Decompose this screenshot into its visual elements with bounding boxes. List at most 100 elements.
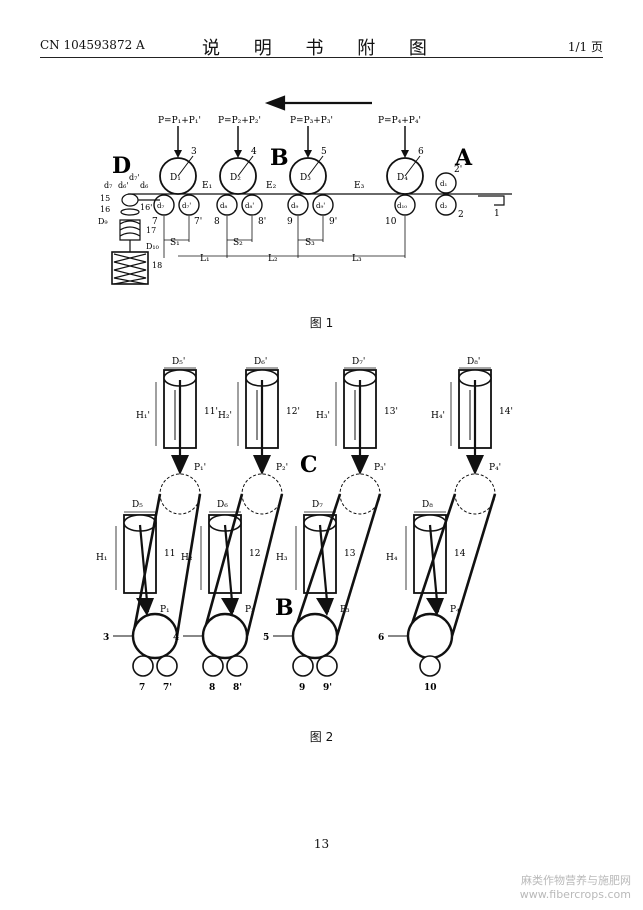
roller-d3: D₃	[300, 173, 311, 183]
figure-1: D B A P=P₁+P₁' P=P₂+P₂' P=P₃+P₃' P=P₄+P₄…	[98, 95, 512, 285]
bottom-roller-1-b	[156, 655, 178, 677]
main-roller-num-4: 6	[378, 633, 384, 643]
bottom-roller-num-2-b: 8'	[233, 683, 242, 693]
gap-e3: E₃	[354, 181, 365, 191]
upper-n-label-2: 12'	[286, 407, 300, 417]
upper-p-label-1: P₁'	[194, 463, 206, 473]
upper-h-label-4: H₄'	[431, 411, 445, 421]
coil-16p: 16'	[140, 203, 152, 212]
pressure-group	[177, 126, 406, 152]
upper-dashed-roller-1	[159, 473, 201, 515]
roller-d4: D₄	[397, 173, 408, 183]
fig1-label-b: B	[270, 145, 289, 171]
figure-1-caption: 图 1	[309, 316, 334, 330]
coil-d10: D₁₀	[146, 242, 159, 251]
upper-p-label-3: P₃'	[374, 463, 386, 473]
bottom-num-7: 7	[152, 217, 158, 227]
coil-d6: d₆	[140, 181, 148, 190]
upper-arrow-4	[466, 455, 484, 475]
belt-left-1	[131, 493, 162, 637]
fig2-label-b: B	[275, 595, 294, 621]
lower-h-label-2: H₂	[181, 553, 193, 563]
upper-p-label-4: P₄'	[489, 463, 501, 473]
lower-d-label-1: D₅	[132, 500, 143, 510]
coil-d7: d₇	[104, 181, 112, 190]
upper-h-label-2: H₂'	[218, 411, 232, 421]
upper-n-label-4: 14'	[499, 407, 513, 417]
belt-left-2	[201, 493, 244, 637]
feed-num-2p: 2'	[454, 165, 462, 175]
bottom-label-d8: d₈	[220, 202, 227, 210]
coil-16: 16	[100, 205, 110, 214]
bottom-label-d10: d₁₀	[397, 202, 407, 210]
bottom-label-d9p: d₉'	[316, 202, 325, 210]
belt-left-4	[406, 493, 457, 637]
length-l1: L₁	[200, 254, 210, 264]
bottom-roller-num-3-b: 9'	[323, 683, 332, 693]
main-roller-4	[406, 612, 454, 660]
bottom-label-d9: d₉	[291, 202, 298, 210]
bottom-num-9p: 9'	[329, 217, 337, 227]
pressure-label-3: P=P₃+P₃'	[290, 116, 333, 126]
roller-num-4: 4	[251, 147, 257, 157]
bottom-roller-num-4-a: 10	[424, 683, 437, 693]
coil-d6p: d₆'	[118, 181, 129, 190]
main-roller-num-3: 5	[263, 633, 269, 643]
bottom-roller-2-b	[226, 655, 248, 677]
lower-p-label-2: P₂	[245, 605, 255, 615]
feed-tray	[478, 195, 505, 206]
belt-right-3	[335, 493, 382, 637]
roller-num-5: 5	[321, 147, 327, 157]
page-heading: 说 明 书 附 图	[202, 38, 441, 59]
spacing-s2: S₂	[233, 238, 243, 248]
bottom-roller-num-2-a: 8	[209, 683, 215, 693]
upper-arrow-1	[171, 455, 189, 475]
bottom-num-8: 8	[214, 217, 220, 227]
lower-p-label-4: P₄	[450, 605, 460, 615]
upper-h-label-3: H₃'	[316, 411, 330, 421]
spacing-s1: S₁	[170, 238, 180, 248]
lower-rod-4	[428, 524, 440, 613]
bottom-roller-2-a	[202, 655, 224, 677]
upper-n-label-3: 13'	[384, 407, 398, 417]
coil-15: 15	[100, 194, 110, 203]
bottom-num-9: 9	[287, 217, 293, 227]
roller-d2: D₂	[230, 173, 241, 183]
main-roller-1	[131, 612, 179, 660]
bottom-label-d8p: d₈'	[245, 202, 254, 210]
pressure-label-2: P=P₂+P₂'	[218, 116, 261, 126]
watermark-line-2: www.fibercrops.com	[519, 888, 631, 901]
bottom-roller-3-b	[316, 655, 338, 677]
lower-arrow-2	[221, 598, 239, 616]
lower-rod-3	[318, 524, 330, 613]
lower-arrow-3	[316, 598, 334, 616]
figure-2-caption: 图 2	[309, 730, 334, 744]
upper-h-label-1: H₁'	[136, 411, 150, 421]
upper-dashed-roller-3	[339, 473, 381, 515]
coiler	[111, 193, 160, 285]
gap-e2: E₂	[266, 181, 277, 191]
belt-right-4	[450, 493, 497, 637]
belt-right-1	[175, 493, 202, 637]
bottom-rollers	[153, 194, 416, 216]
main-roller-2	[201, 612, 249, 660]
upper-d-label-1: D₅'	[172, 357, 185, 367]
pressure-label-4: P=P₄+P₄'	[378, 116, 421, 126]
lower-n-label-1: 11	[164, 549, 175, 559]
lower-d-label-2: D₆	[217, 500, 228, 510]
upper-arrow-3	[351, 455, 369, 475]
lower-h-label-4: H₄	[386, 553, 398, 563]
feed-d2: d₂	[440, 202, 447, 210]
upper-d-label-4: D₈'	[467, 357, 480, 367]
gap-e1: E₁	[202, 181, 212, 191]
header-rule	[40, 57, 603, 58]
fig1-label-d: D	[112, 153, 131, 179]
bottom-roller-4-a	[419, 655, 441, 677]
upper-d-label-2: D₆'	[254, 357, 267, 367]
bottom-num-7p: 7'	[194, 217, 202, 227]
roller-d1: D₁	[170, 173, 181, 183]
upper-p-label-2: P₂'	[276, 463, 288, 473]
roller-num-6: 6	[418, 147, 424, 157]
feed-d1: d₁	[440, 180, 447, 188]
bottom-label-d7p: d₇'	[182, 202, 191, 210]
